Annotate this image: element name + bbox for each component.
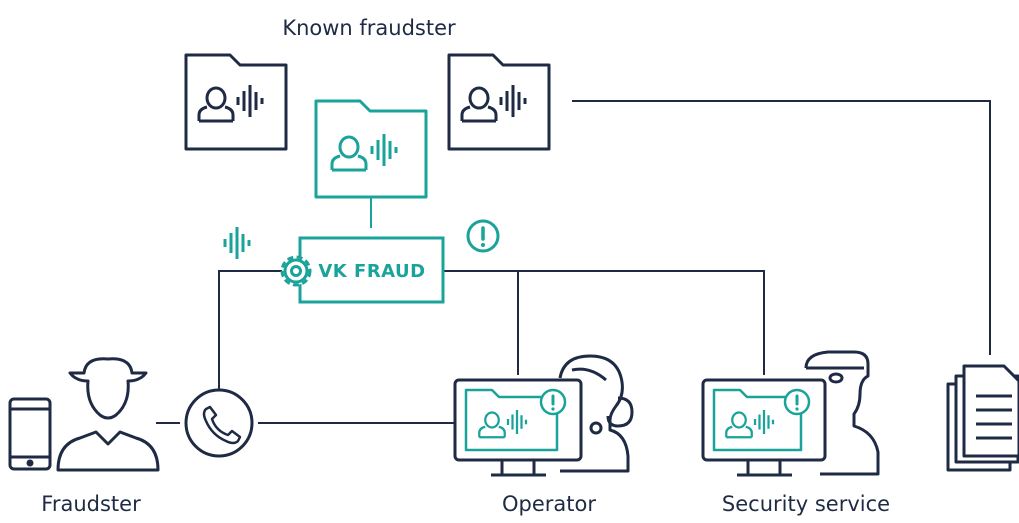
gear-icon	[280, 255, 312, 287]
label-security-service: Security service	[722, 492, 890, 516]
vk-fraud-label: VK FRAUD	[318, 261, 425, 282]
monitor-icon	[453, 378, 583, 477]
documents-icon	[946, 364, 1019, 472]
folder-voice-icon	[184, 53, 288, 151]
monitor-icon	[701, 378, 827, 477]
handset-icon	[184, 388, 254, 458]
line-vkfraud-to-security	[443, 270, 765, 375]
connection-lines	[156, 100, 991, 424]
label-fraudster: Fraudster	[41, 492, 141, 516]
phone-icon	[8, 397, 52, 471]
hacker-icon	[56, 357, 160, 472]
folder-voice-icon	[314, 99, 428, 199]
line-folder-to-documents	[572, 100, 991, 355]
security-guard-icon	[804, 350, 880, 476]
headset-operator-icon	[558, 354, 634, 473]
vk-fraud-engine: VK FRAUD	[298, 236, 445, 304]
sound-wave-icon	[223, 225, 251, 261]
label-operator: Operator	[502, 492, 596, 516]
line-phone-to-vkfraud	[218, 270, 282, 390]
folder-voice-icon	[447, 53, 551, 151]
title-known-fraudster: Known fraudster	[282, 16, 456, 40]
alert-icon	[466, 219, 500, 253]
